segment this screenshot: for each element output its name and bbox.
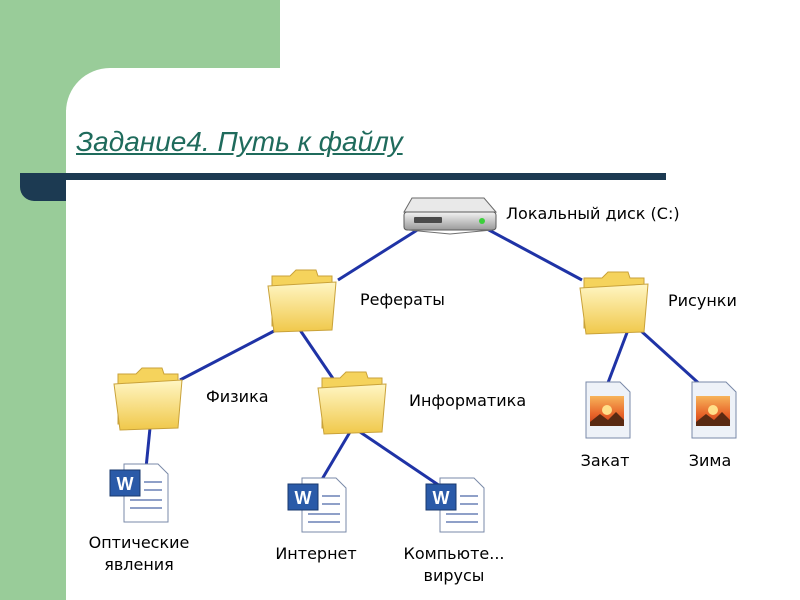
folder-icon[interactable] xyxy=(579,271,649,335)
title-rule xyxy=(20,173,666,180)
file-label-zakat: Закат xyxy=(580,451,630,470)
folder-icon[interactable] xyxy=(317,371,387,435)
tree-connectors xyxy=(144,220,706,488)
connector-fizika-optika xyxy=(144,427,152,469)
image-file-icon[interactable] xyxy=(691,381,737,439)
root-label: Локальный диск (C:) xyxy=(506,204,680,223)
image-file-icon[interactable] xyxy=(585,381,631,439)
word-document-icon[interactable]: W xyxy=(425,477,485,533)
connector-informatika-internet xyxy=(316,431,352,487)
folder-label-risunki: Рисунки xyxy=(668,291,737,310)
folder-label-informatika: Информатика xyxy=(409,391,527,410)
folder-label-fizika: Физика xyxy=(206,387,269,406)
svg-text:W: W xyxy=(117,474,134,494)
svg-text:W: W xyxy=(295,488,312,508)
hard-drive-icon[interactable] xyxy=(403,197,498,235)
connector-referaty-fizika xyxy=(179,328,277,382)
slide-content-area xyxy=(66,68,800,600)
file-label-optika: Оптические явления xyxy=(88,533,190,574)
file-label-internet: Интернет xyxy=(275,544,357,563)
word-document-icon[interactable]: W xyxy=(287,477,347,533)
file-label-virusy: Компьюте... вирусы xyxy=(403,544,505,585)
connector-risunki-zima xyxy=(638,328,706,390)
slide-title: Задание4. Путь к файлу xyxy=(76,126,403,157)
connector-risunki-zakat xyxy=(604,329,630,389)
connector-root-risunki xyxy=(473,220,583,282)
connector-root-referaty xyxy=(337,220,431,282)
connector-referaty-informatika xyxy=(298,329,336,381)
connector-informatika-virusy xyxy=(359,430,441,488)
svg-text:W: W xyxy=(433,488,450,508)
word-document-icon[interactable]: W xyxy=(109,463,169,523)
folder-icon[interactable] xyxy=(113,367,183,431)
folder-label-referaty: Рефераты xyxy=(360,290,445,309)
file-label-zima: Зима xyxy=(688,451,732,470)
background-band-left xyxy=(0,0,66,600)
folder-icon[interactable] xyxy=(267,269,337,333)
